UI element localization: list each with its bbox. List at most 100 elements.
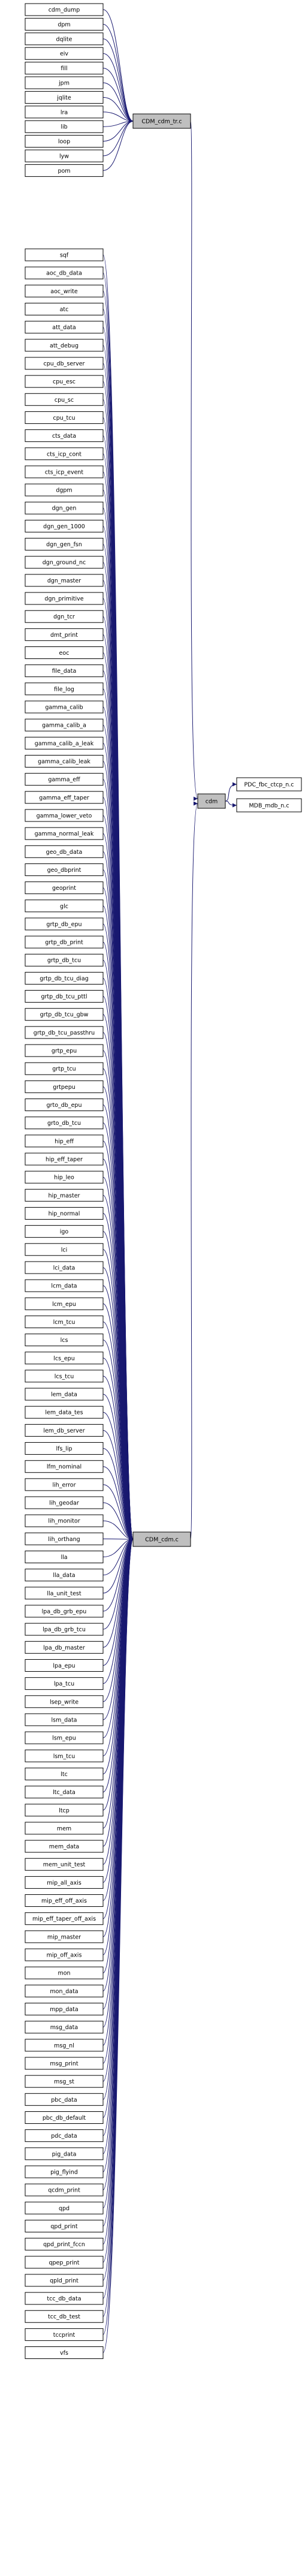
node-fill[interactable]: fill bbox=[25, 62, 104, 75]
node-dgn-primitive[interactable]: dgn_primitive bbox=[25, 592, 104, 605]
node-qpd[interactable]: qpd bbox=[25, 2201, 104, 2214]
node-mdb-mdb-n-c[interactable]: MDB_mdb_n.c bbox=[236, 798, 302, 812]
node-gamma-normal-leak[interactable]: gamma_normal_leak bbox=[25, 827, 104, 840]
node-cdm[interactable]: cdm bbox=[197, 793, 226, 809]
node-pdc-data[interactable]: pdc_data bbox=[25, 2129, 104, 2142]
node-lcm-tcu[interactable]: lcm_tcu bbox=[25, 1315, 104, 1328]
node-mem-unit-test[interactable]: mem_unit_test bbox=[25, 1858, 104, 1871]
node-lih-geodar[interactable]: lih_geodar bbox=[25, 1496, 104, 1509]
node-dgn-master[interactable]: dgn_master bbox=[25, 574, 104, 587]
node-igo[interactable]: igo bbox=[25, 1225, 104, 1238]
node-pbc-db-default[interactable]: pbc_db_default bbox=[25, 2111, 104, 2124]
node-lcs-epu[interactable]: lcs_epu bbox=[25, 1352, 104, 1365]
node-lem-data-tes[interactable]: lem_data_tes bbox=[25, 1406, 104, 1419]
node-tccprint[interactable]: tccprint bbox=[25, 2328, 104, 2341]
node-lcm-epu[interactable]: lcm_epu bbox=[25, 1297, 104, 1310]
node-lpa-db-master[interactable]: lpa_db_master bbox=[25, 1641, 104, 1654]
node-mon[interactable]: mon bbox=[25, 1966, 104, 1979]
node-cpu-db-server[interactable]: cpu_db_server bbox=[25, 357, 104, 370]
node-lsm-tcu[interactable]: lsm_tcu bbox=[25, 1749, 104, 1762]
node-grtp-db-print[interactable]: grtp_db_print bbox=[25, 935, 104, 949]
node-aoc-write[interactable]: aoc_write bbox=[25, 284, 104, 297]
node-qcdm-print[interactable]: qcdm_print bbox=[25, 2183, 104, 2196]
node-sqf[interactable]: sqf bbox=[25, 248, 104, 261]
node-lla[interactable]: lla bbox=[25, 1551, 104, 1564]
node-mip-eff-taper-off-axis[interactable]: mip_eff_taper_off_axis bbox=[25, 1912, 104, 1925]
node-eoc[interactable]: eoc bbox=[25, 646, 104, 660]
node-dqlite[interactable]: dqlite bbox=[25, 32, 104, 46]
node-hip-leo[interactable]: hip_leo bbox=[25, 1170, 104, 1184]
node-lih-monitor[interactable]: lih_monitor bbox=[25, 1514, 104, 1527]
node-atc[interactable]: atc bbox=[25, 302, 104, 315]
node-lpa-tcu[interactable]: lpa_tcu bbox=[25, 1677, 104, 1690]
node-hip-eff[interactable]: hip_eff bbox=[25, 1134, 104, 1148]
node-hip-eff-taper[interactable]: hip_eff_taper bbox=[25, 1152, 104, 1166]
node-mem[interactable]: mem bbox=[25, 1822, 104, 1835]
node-mpp-data[interactable]: mpp_data bbox=[25, 2003, 104, 2016]
node-lih-error[interactable]: lih_error bbox=[25, 1478, 104, 1491]
node-jpm[interactable]: jpm bbox=[25, 76, 104, 89]
node-cpu-tcu[interactable]: cpu_tcu bbox=[25, 411, 104, 424]
node-lpa-epu[interactable]: lpa_epu bbox=[25, 1659, 104, 1672]
node-mip-eff-off-axis[interactable]: mip_eff_off_axis bbox=[25, 1894, 104, 1907]
node-grtp-tcu[interactable]: grtp_tcu bbox=[25, 1062, 104, 1075]
node-qpd-print-fccn[interactable]: qpd_print_fccn bbox=[25, 2238, 104, 2251]
node-ltc[interactable]: ltc bbox=[25, 1767, 104, 1780]
node-lcs[interactable]: lcs bbox=[25, 1334, 104, 1347]
node-lcm-data[interactable]: lcm_data bbox=[25, 1279, 104, 1292]
node-aoc-db-data[interactable]: aoc_db_data bbox=[25, 266, 104, 279]
node-jqlite[interactable]: jqlite bbox=[25, 91, 104, 104]
node-grtp-db-tcu-gbw[interactable]: grtp_db_tcu_gbw bbox=[25, 1008, 104, 1021]
node-tcc-db-test[interactable]: tcc_db_test bbox=[25, 2310, 104, 2323]
node-gamma-calib-a[interactable]: gamma_calib_a bbox=[25, 718, 104, 732]
node-lem-db-server[interactable]: lem_db_server bbox=[25, 1424, 104, 1437]
node-lfs-lip[interactable]: lfs_lip bbox=[25, 1442, 104, 1455]
node-gamma-eff[interactable]: gamma_eff bbox=[25, 773, 104, 786]
node-dgn-gen-1000[interactable]: dgn_gen_1000 bbox=[25, 519, 104, 532]
node-pig-flyind[interactable]: pig_flyind bbox=[25, 2165, 104, 2178]
node-grto-db-tcu[interactable]: grto_db_tcu bbox=[25, 1117, 104, 1130]
node-qpd-print[interactable]: qpd_print bbox=[25, 2219, 104, 2232]
node-lsm-data[interactable]: lsm_data bbox=[25, 1713, 104, 1726]
node-gamma-lower-veto[interactable]: gamma_lower_veto bbox=[25, 809, 104, 822]
node-qpld-print[interactable]: qpld_print bbox=[25, 2274, 104, 2287]
node-gamma-calib-leak[interactable]: gamma_calib_leak bbox=[25, 754, 104, 768]
node-ltcp[interactable]: ltcp bbox=[25, 1804, 104, 1817]
node-grtpepu[interactable]: grtpepu bbox=[25, 1080, 104, 1093]
node-att-data[interactable]: att_data bbox=[25, 321, 104, 334]
node-lla-unit-test[interactable]: lla_unit_test bbox=[25, 1587, 104, 1600]
node-lcs-tcu[interactable]: lcs_tcu bbox=[25, 1370, 104, 1383]
node-lra[interactable]: lra bbox=[25, 106, 104, 119]
node-grtp-db-tcu[interactable]: grtp_db_tcu bbox=[25, 953, 104, 967]
node-msg-st[interactable]: msg_st bbox=[25, 2075, 104, 2088]
node-file-data[interactable]: file_data bbox=[25, 664, 104, 678]
node-dpm[interactable]: dpm bbox=[25, 17, 104, 31]
node-gamma-calib-a-leak[interactable]: gamma_calib_a_leak bbox=[25, 736, 104, 750]
node-pdc-fbc-ctcp-n-c[interactable]: PDC_fbc_ctcp_n.c bbox=[236, 777, 302, 792]
node-lsep-write[interactable]: lsep_write bbox=[25, 1695, 104, 1708]
node-pig-data[interactable]: pig_data bbox=[25, 2147, 104, 2160]
node-grtp-db-tcu-passthru[interactable]: grtp_db_tcu_passthru bbox=[25, 1026, 104, 1039]
node-mip-master[interactable]: mip_master bbox=[25, 1930, 104, 1943]
node-mip-off-axis[interactable]: mip_off_axis bbox=[25, 1948, 104, 1961]
node-glc[interactable]: glc bbox=[25, 899, 104, 913]
node-lem-data[interactable]: lem_data bbox=[25, 1388, 104, 1401]
node-lsm-epu[interactable]: lsm_epu bbox=[25, 1731, 104, 1744]
node-cpu-esc[interactable]: cpu_esc bbox=[25, 375, 104, 388]
node-dgpm[interactable]: dgpm bbox=[25, 483, 104, 496]
node-gamma-eff-taper[interactable]: gamma_eff_taper bbox=[25, 791, 104, 804]
node-lci[interactable]: lci bbox=[25, 1243, 104, 1256]
node-cdm-cdm-c[interactable]: CDM_cdm.c bbox=[132, 1531, 191, 1547]
node-lyw[interactable]: lyw bbox=[25, 149, 104, 162]
node-mon-data[interactable]: mon_data bbox=[25, 1984, 104, 1997]
node-geoprint[interactable]: geoprint bbox=[25, 881, 104, 895]
node-hip-master[interactable]: hip_master bbox=[25, 1188, 104, 1202]
node-cts-data[interactable]: cts_data bbox=[25, 429, 104, 443]
node-att-debug[interactable]: att_debug bbox=[25, 339, 104, 352]
node-grto-db-epu[interactable]: grto_db_epu bbox=[25, 1099, 104, 1112]
node-grtp-epu[interactable]: grtp_epu bbox=[25, 1044, 104, 1057]
node-lih-orthang[interactable]: lih_orthang bbox=[25, 1532, 104, 1545]
node-geo-db-data[interactable]: geo_db_data bbox=[25, 845, 104, 858]
node-lpa-db-grb-tcu[interactable]: lpa_db_grb_tcu bbox=[25, 1623, 104, 1636]
node-msg-data[interactable]: msg_data bbox=[25, 2021, 104, 2034]
